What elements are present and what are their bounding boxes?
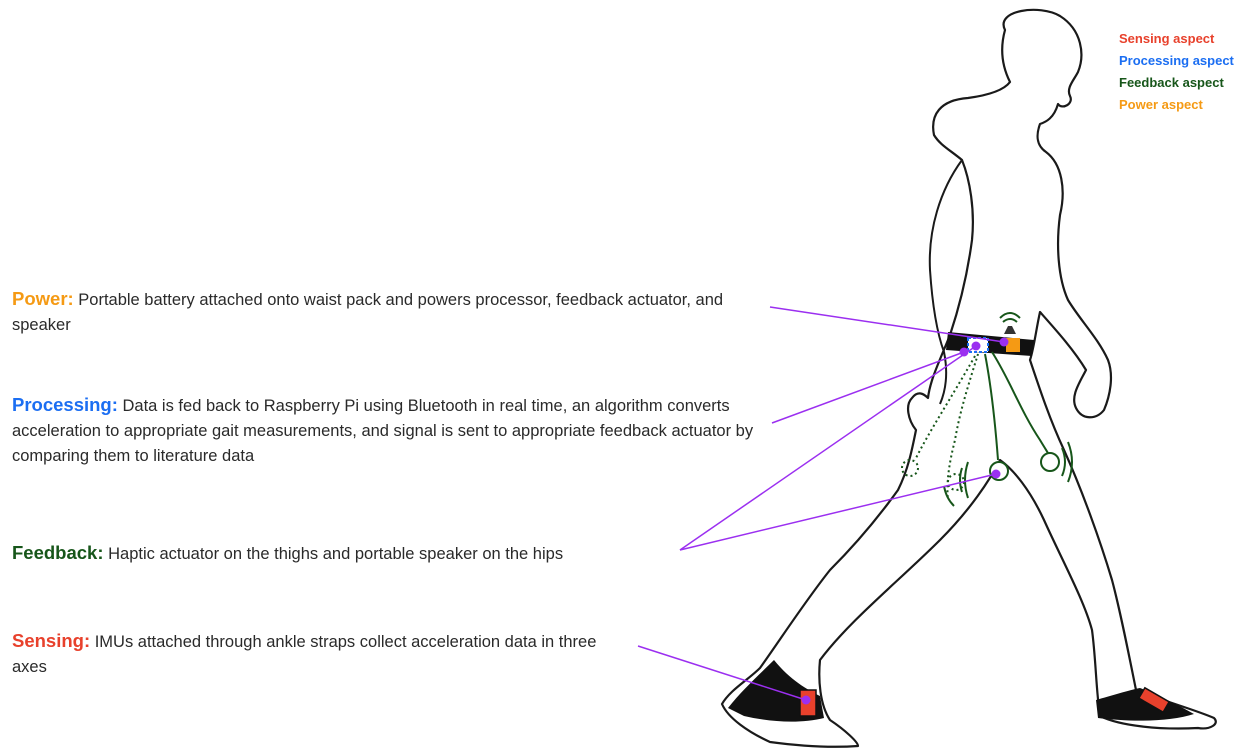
processing-leader-line xyxy=(772,352,964,423)
feedback-leader-line-hip xyxy=(680,346,976,550)
human-silhouette xyxy=(722,10,1216,747)
leader-endpoints xyxy=(802,338,1009,705)
speaker-icon xyxy=(1004,326,1016,334)
leader-lines xyxy=(638,307,1004,700)
processing-endpoint xyxy=(960,348,969,357)
power-leader-line xyxy=(770,307,1004,342)
feedback-leader-line-thigh xyxy=(680,474,996,550)
sensing-endpoint xyxy=(802,696,811,705)
power-endpoint xyxy=(1000,338,1009,347)
haptic-actuator-knee xyxy=(1041,453,1059,471)
battery-box xyxy=(1006,338,1020,352)
feedback-wire-mid xyxy=(985,354,998,460)
feedback-endpoint-thigh xyxy=(992,470,1001,479)
feedback-wire-right xyxy=(992,352,1052,460)
feedback-endpoint-hip xyxy=(972,342,981,351)
sound-wave-icon xyxy=(1000,313,1020,322)
